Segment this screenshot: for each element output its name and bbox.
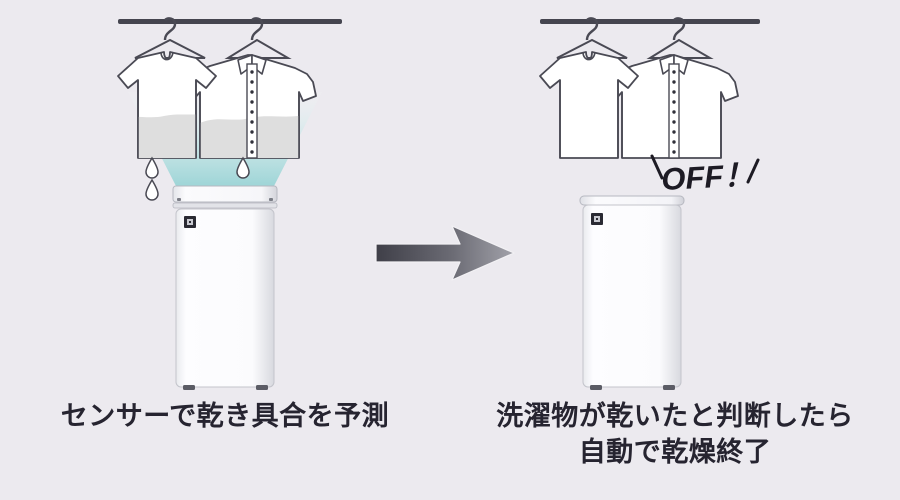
- hanger-hook-right: [672, 17, 686, 41]
- panel-before-drying: センサーで乾き具合を予測: [0, 17, 450, 434]
- panel-after-off: 洗濯物が乾いたと判断したら 自動で乾燥終了: [450, 0, 900, 500]
- transition-arrow: [370, 222, 520, 284]
- off-label: OFF！: [660, 157, 756, 197]
- dress-shirt-buttons: [250, 70, 254, 154]
- hanger-bar-right: [646, 38, 714, 59]
- hanger-hook-left: [585, 17, 599, 41]
- hanger-bar-right: [224, 38, 292, 59]
- dryer-unit-on: [172, 185, 278, 390]
- t-shirt: [539, 51, 639, 159]
- dress-shirt-placket: [668, 63, 680, 159]
- transition-arrow-glyph: [375, 225, 515, 281]
- sharp-logo-badge: [591, 213, 603, 225]
- dress-shirt: [180, 54, 317, 159]
- hanger-hook-right: [250, 17, 264, 41]
- slash-right-icon: [746, 158, 760, 184]
- dryer-foot-left: [590, 385, 602, 390]
- dryer-foot-left: [183, 385, 195, 390]
- dress-shirt-placket: [246, 63, 258, 159]
- hanging-rail: [118, 19, 342, 24]
- off-badge-slashes: [650, 154, 760, 184]
- dryer-lid-open: [172, 185, 278, 209]
- dress-shirt-collar: [659, 54, 689, 75]
- caption-after-line-1: 洗濯物が乾いたと判断したら: [496, 401, 854, 431]
- caption-after: 洗濯物が乾いたと判断したら 自動で乾燥終了: [450, 398, 900, 470]
- hanging-rail: [540, 19, 760, 24]
- after-illustration: [539, 17, 760, 390]
- caption-before-line-1: センサーで乾き具合を予測: [60, 401, 390, 431]
- sharp-logo-badge: [184, 216, 196, 228]
- dress-shirt-buttons: [672, 70, 676, 154]
- dress-shirt-collar: [237, 54, 267, 75]
- dryer-foot-right: [256, 385, 268, 390]
- t-shirt-wet-patch: [118, 110, 216, 158]
- dryer-foot-right: [663, 385, 675, 390]
- before-illustration: [117, 17, 342, 390]
- caption-after-line-2: 自動で乾燥終了: [578, 437, 772, 467]
- caption-before: センサーで乾き具合を予測: [0, 398, 450, 434]
- off-badge: OFF！: [636, 148, 786, 210]
- dress-shirt: [602, 54, 739, 159]
- slash-left-icon: [650, 154, 664, 180]
- dryer-unit-off: [579, 195, 685, 390]
- hanger-hook-left: [163, 17, 177, 41]
- water-drops: [145, 156, 250, 201]
- t-shirt: [117, 51, 217, 159]
